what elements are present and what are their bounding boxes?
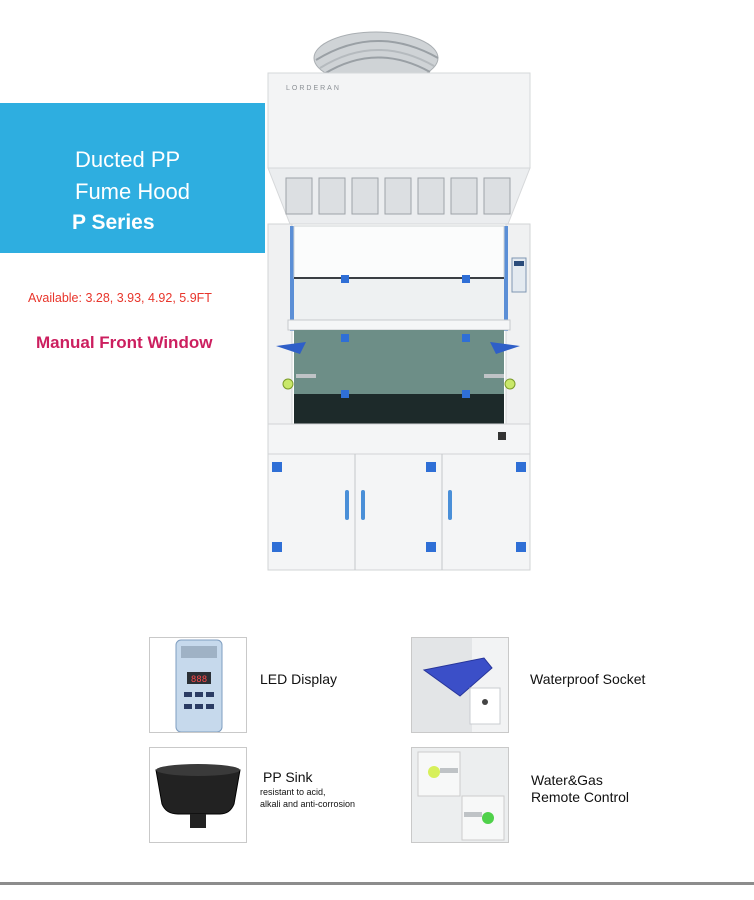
waterproof-socket-icon bbox=[411, 637, 509, 733]
svg-text:888: 888 bbox=[191, 675, 207, 685]
feature-label-led: LED Display bbox=[260, 671, 338, 687]
bottom-divider bbox=[0, 882, 754, 885]
fume-hood-image: LORDERAN bbox=[267, 31, 531, 571]
water-gas-control-icon bbox=[411, 747, 509, 843]
pp-sink-icon bbox=[149, 747, 247, 843]
feature-sub-sink-2: alkali and anti-corrosion bbox=[260, 799, 356, 809]
brand-label: LORDERAN bbox=[286, 85, 341, 92]
louver-vents bbox=[285, 177, 511, 215]
feature-sub-sink-1: resistant to acid, bbox=[260, 787, 326, 797]
series-label: P Series bbox=[72, 211, 155, 234]
title-line-2: Fume Hood bbox=[75, 179, 190, 204]
feature-label-control-2: Remote Control bbox=[531, 789, 630, 805]
led-display-icon: 888 bbox=[149, 637, 247, 733]
feature-label-control-1: Water&Gas bbox=[531, 772, 603, 788]
title-banner: Ducted PP Fume Hood P Series bbox=[0, 103, 265, 253]
duct-hose bbox=[313, 31, 439, 85]
window-type-text: Manual Front Window bbox=[36, 333, 213, 352]
availability-text: Available: 3.28, 3.93, 4.92, 5.9FT bbox=[28, 291, 212, 305]
feature-label-socket: Waterproof Socket bbox=[530, 671, 646, 687]
feature-label-sink: PP Sink bbox=[263, 769, 313, 785]
title-line-1: Ducted PP bbox=[75, 147, 181, 172]
